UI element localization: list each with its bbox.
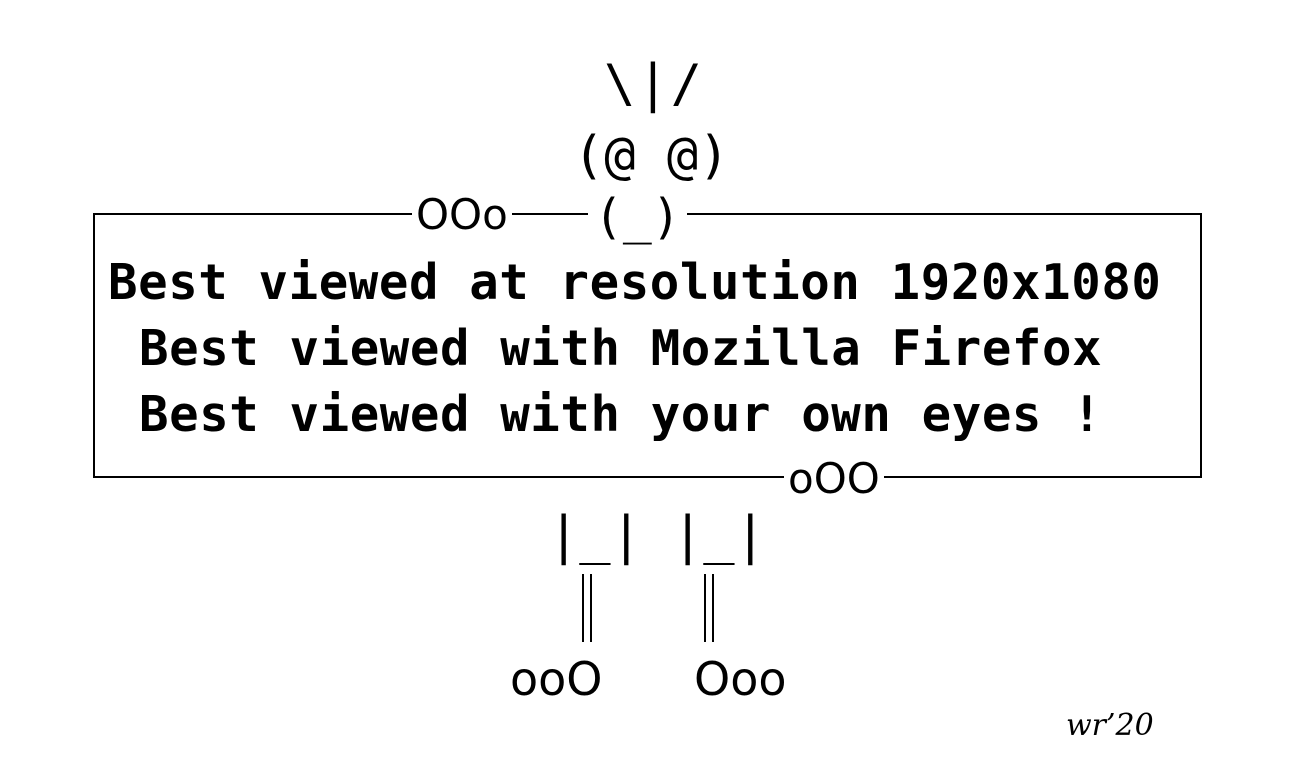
ascii-left-foot: ooO xyxy=(510,652,603,706)
ascii-left-leg: |_| xyxy=(548,506,642,566)
ascii-right-foot: Ooo xyxy=(694,652,787,706)
ascii-left-shin xyxy=(582,574,592,642)
ascii-mouth: (_) xyxy=(588,192,687,242)
message-line-browser: Best viewed with Mozilla Firefox xyxy=(139,320,1103,377)
ascii-hair: \|/ xyxy=(604,54,704,114)
ascii-right-shin xyxy=(704,574,714,642)
signature: wr’20 xyxy=(1066,708,1154,743)
message-line-eyes: Best viewed with your own eyes ! xyxy=(139,386,1103,443)
ascii-left-hand: OOo xyxy=(412,194,512,236)
ascii-eyes: (@ @) xyxy=(573,126,730,186)
message-line-resolution: Best viewed at resolution 1920x1080 xyxy=(108,254,1162,311)
ascii-right-leg: |_| xyxy=(672,506,766,566)
ascii-right-hand: oOO xyxy=(784,458,884,500)
